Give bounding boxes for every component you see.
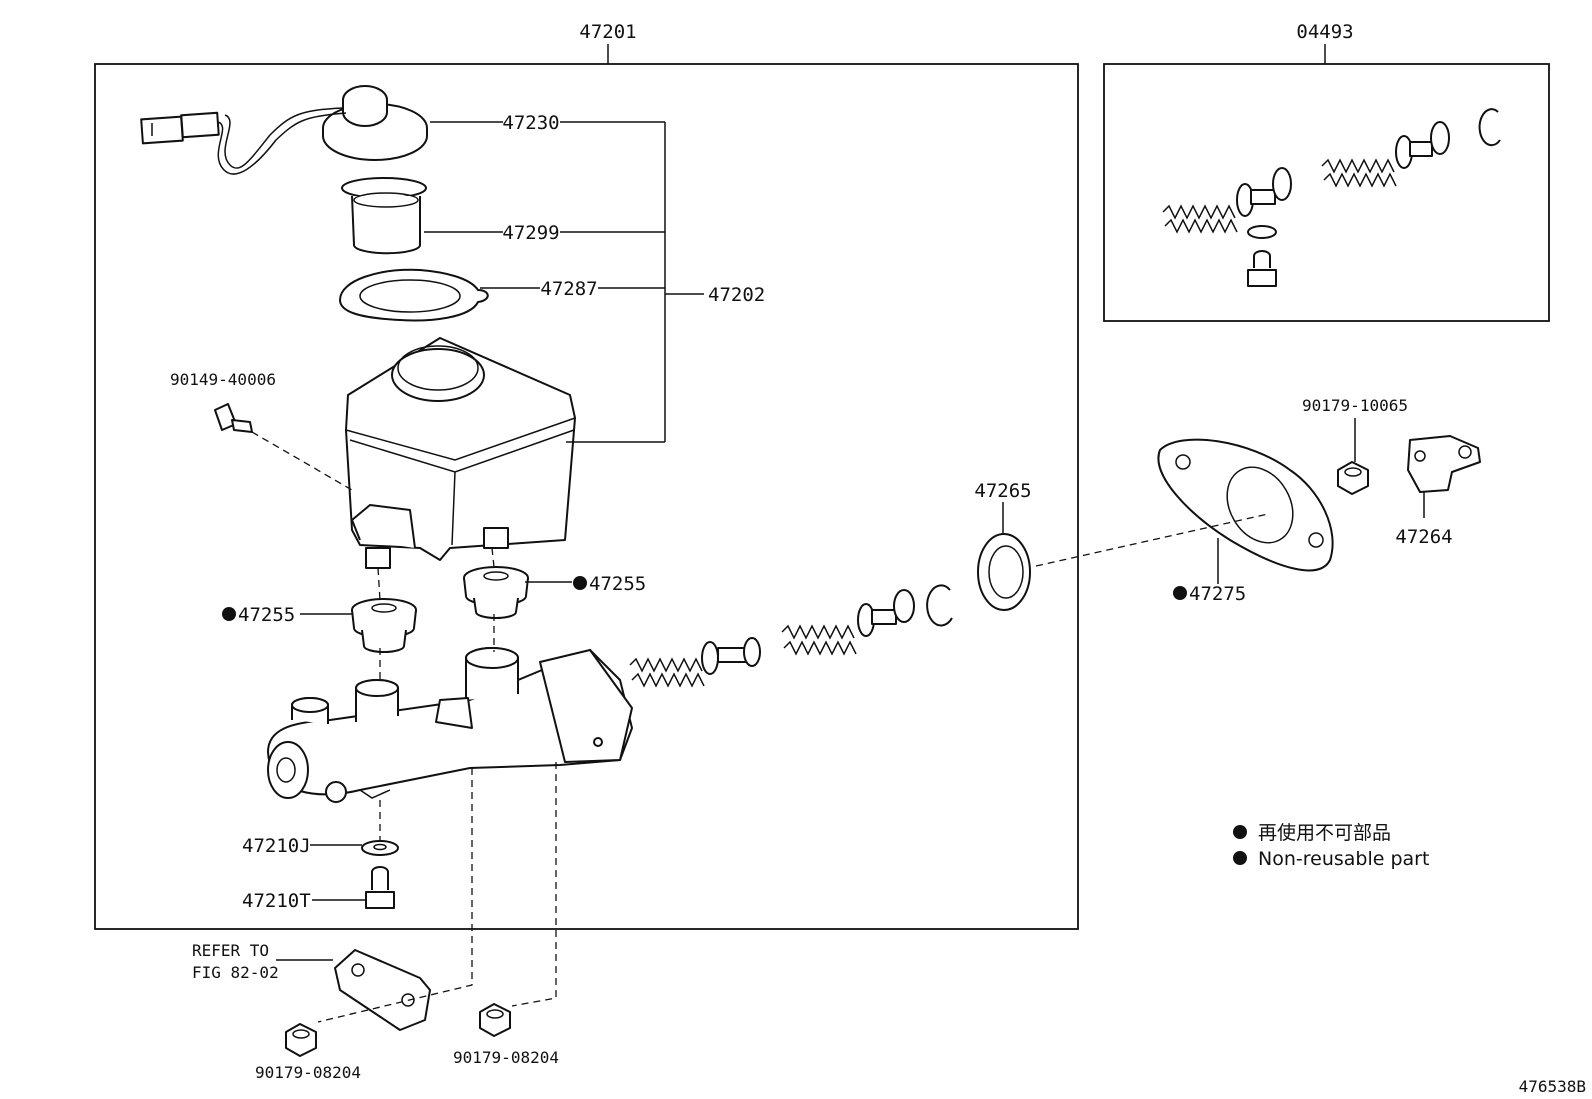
label-washer: 47210J (242, 835, 311, 857)
bracket-part (1407, 435, 1481, 493)
screw-part (214, 403, 253, 433)
kit-frame (1103, 63, 1550, 322)
reservoir-cap-part (140, 85, 428, 175)
grommet-left-part (351, 598, 417, 653)
master-cylinder-body-part (267, 647, 633, 803)
label-reservoir-sub: 47202 (708, 284, 765, 306)
label-strainer: 47299 (502, 222, 559, 244)
diagram-id: 476538B (1519, 1077, 1586, 1096)
nut-top-part (1337, 461, 1369, 495)
label-reservoir-cap: 47230 (502, 112, 559, 134)
label-kit: 04493 (1296, 21, 1353, 43)
label-gasket-plate: 47275 (1189, 583, 1246, 605)
non-reusable-marker-left (222, 607, 236, 621)
assembly-frame (94, 63, 1079, 930)
label-union-bolt: 47210T (242, 890, 311, 912)
legend-line-en: Non-reusable part (1258, 848, 1429, 870)
washer-part (361, 840, 399, 856)
label-nut-bottom-left: 90179-08204 (255, 1063, 361, 1082)
label-cup-seal: 47265 (974, 480, 1031, 502)
label-screw: 90149-40006 (170, 370, 276, 389)
nut-bottom-left-part (285, 1023, 317, 1057)
label-nut-top: 90179-10065 (1302, 396, 1408, 415)
piston-spring-assembly-part (629, 584, 953, 688)
legend-marker-jp (1233, 825, 1247, 839)
reservoir-tank-part (345, 337, 576, 569)
label-refer-line1: REFER TO (192, 941, 269, 960)
cup-seal-part (977, 533, 1031, 611)
grommet-right-part (463, 566, 529, 619)
label-bracket: 47264 (1395, 526, 1452, 548)
legend-line-jp: 再使用不可部品 (1258, 822, 1391, 844)
refer-bracket-part (334, 949, 431, 1031)
label-gasket-ring: 47287 (540, 278, 597, 300)
non-reusable-marker-right (573, 576, 587, 590)
gasket-plate-part (1157, 438, 1334, 572)
legend-marker-en (1233, 851, 1247, 865)
kit-parts (1162, 108, 1501, 287)
label-nut-bottom-right: 90179-08204 (453, 1048, 559, 1067)
gasket-ring-part (339, 268, 489, 322)
label-assembly: 47201 (579, 21, 636, 43)
label-grommet-left: 47255 (238, 604, 295, 626)
label-refer-line2: FIG 82-02 (192, 963, 279, 982)
nut-bottom-right-part (479, 1003, 511, 1037)
strainer-part (341, 177, 427, 255)
non-reusable-marker-gasket (1173, 586, 1187, 600)
label-grommet-right: 47255 (589, 573, 646, 595)
union-bolt-part (365, 866, 395, 909)
